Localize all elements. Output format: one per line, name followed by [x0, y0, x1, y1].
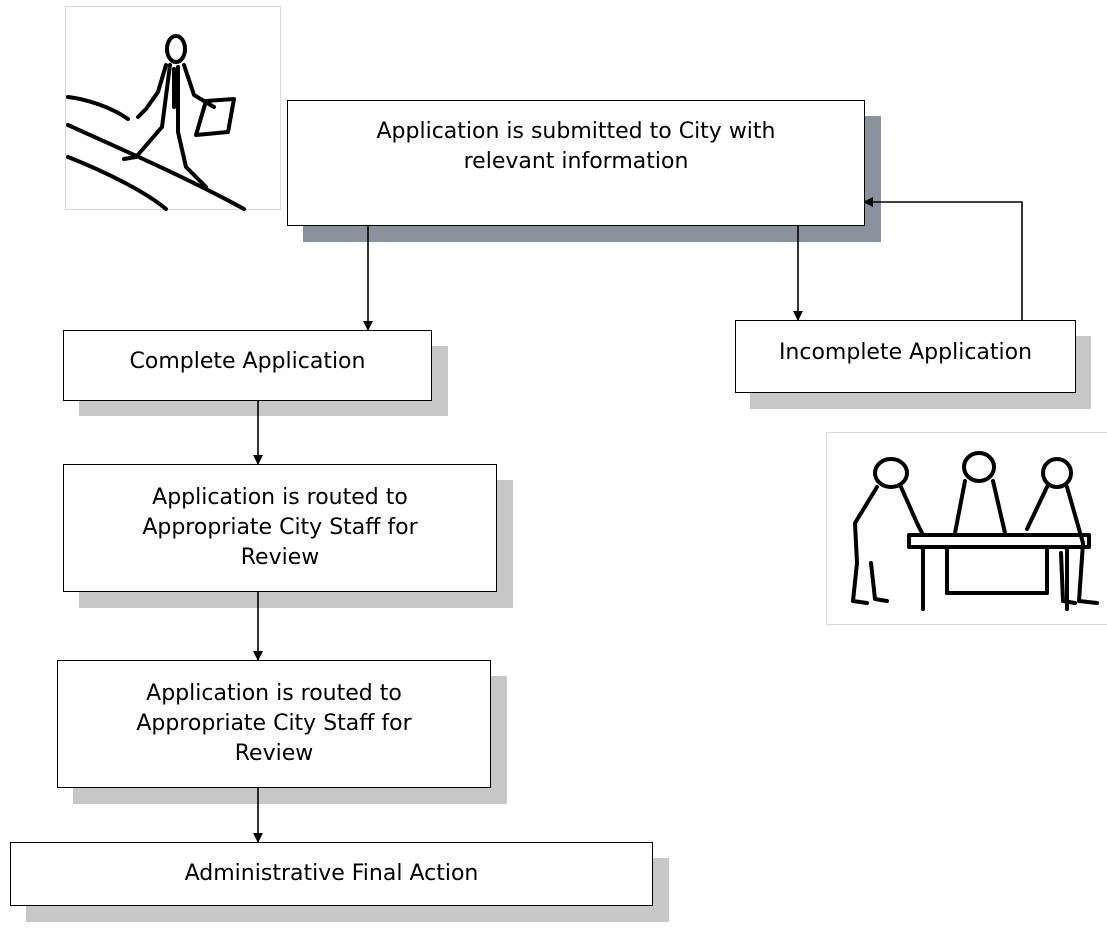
- routed-node-1-label: Application is routed to Appropriate Cit…: [142, 485, 418, 570]
- routed-node-1: Application is routed to Appropriate Cit…: [63, 464, 497, 592]
- submitted-node-label: Application is submitted to City with re…: [376, 119, 776, 174]
- edge-incomplete-to-submitted: [863, 197, 1023, 320]
- incomplete-node-label: Incomplete Application: [778, 340, 1033, 365]
- walking-person-icon: [66, 34, 246, 211]
- final-node: Administrative Final Action: [10, 842, 653, 906]
- complete-node: Complete Application: [63, 330, 432, 401]
- routed-node-2: Application is routed to Appropriate Cit…: [57, 660, 491, 788]
- people-at-table-icon: [851, 451, 1099, 611]
- walking-person-clipart: [65, 6, 281, 211]
- submitted-node: Application is submitted to City with re…: [287, 100, 865, 226]
- incomplete-node: Incomplete Application: [735, 320, 1076, 393]
- complete-node-label: Complete Application: [129, 349, 366, 374]
- people-at-table-clipart: [826, 432, 1107, 625]
- routed-node-2-label: Application is routed to Appropriate Cit…: [136, 681, 412, 766]
- final-node-label: Administrative Final Action: [184, 861, 479, 886]
